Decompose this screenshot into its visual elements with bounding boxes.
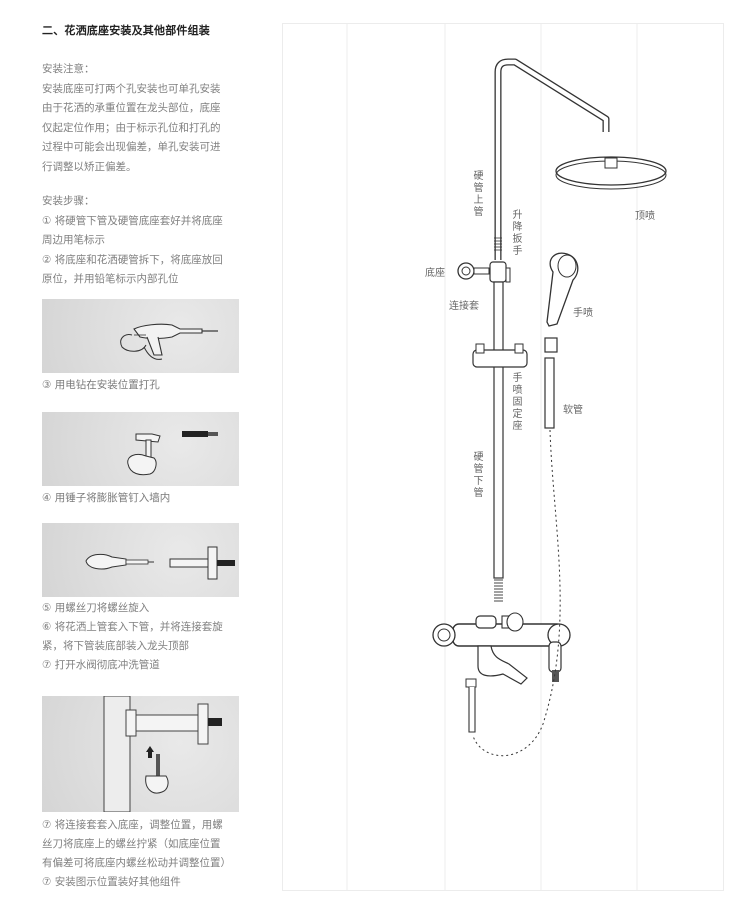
screwdriver-photo [42, 523, 239, 597]
notes-line: 由于花洒的承重位置在龙头部位，底座 [42, 102, 221, 114]
label-upper-pipe: 硬管上管 [473, 171, 484, 218]
step4-caption: ④ 用锤子将膨胀管钉入墙内 [42, 492, 171, 504]
connector-photo [42, 696, 239, 812]
label-hand-spray: 手喷 [573, 308, 593, 319]
install-notes: 安装注意： 安装底座可打两个孔安装也可单孔安装 由于花洒的承重位置在龙头部位，底… [42, 60, 247, 177]
shower-diagram: 顶喷 底座 连接套 手喷 软管 硬管上管 升降扳手 手喷固定座 硬管下管 [282, 23, 724, 891]
step-line: ⑤ 用螺丝刀将螺丝旋入 [42, 602, 150, 614]
steps-line: 周边用笔标示 [42, 234, 105, 246]
notes-line: 仅起定位作用；由于标示孔位和打孔的 [42, 121, 221, 134]
label-top-spray: 顶喷 [635, 211, 655, 222]
drill-photo [42, 299, 239, 373]
notes-line: 过程中可能会出现偏差，单孔安装可进 [42, 141, 221, 153]
step-line: ⑦ 打开水阀彻底冲洗管道 [42, 659, 160, 671]
step7-text: ⑦ 将连接套套入底座，调整位置，用螺 丝刀将底座上的螺丝拧紧（如底座位置 有偏差… [42, 816, 247, 892]
step3-caption: ③ 用电钻在安装位置打孔 [42, 379, 160, 391]
steps-line: 安装步骤： [42, 195, 95, 207]
install-steps-intro: 安装步骤： ① 将硬管下管及硬管底座套好并将底座 周边用笔标示 ② 将底座和花洒… [42, 192, 247, 290]
label-lift-wrench: 升降扳手 [512, 210, 523, 257]
step-line: ⑦ 安装图示位置装好其他组件 [42, 876, 181, 888]
step-line: 紧，将下管装底部装入龙头顶部 [42, 640, 189, 652]
steps-line: ② 将底座和花洒硬管拆下，将底座放回 [42, 253, 223, 266]
step5-to-7-text: ⑤ 用螺丝刀将螺丝旋入 ⑥ 将花洒上管套入下管，并将连接套旋 紧，将下管装底部装… [42, 599, 247, 675]
shower-diagram-drawing [346, 24, 667, 890]
top-spray-head [555, 156, 667, 186]
label-base: 底座 [425, 268, 445, 279]
step-line: ⑦ 将连接套套入底座，调整位置，用螺 [42, 819, 223, 831]
steps-line: 原位，并用铅笔标示内部孔位 [42, 273, 179, 285]
notes-line: 安装注意： [42, 63, 95, 75]
step-line: 丝刀将底座上的螺丝拧紧（如底座位置 [42, 838, 221, 850]
label-hand-spray-mount: 手喷固定座 [512, 373, 523, 432]
label-lower-pipe: 硬管下管 [473, 452, 484, 499]
notes-line: 安装底座可打两个孔安装也可单孔安装 [42, 82, 221, 95]
steps-line: ① 将硬管下管及硬管底座套好并将底座 [42, 214, 223, 227]
label-connector: 连接套 [449, 301, 479, 312]
notes-line: 行调整以矫正偏差。 [42, 160, 137, 173]
section-title: 二、花洒底座安装及其他部件组装 [42, 24, 210, 37]
label-hose: 软管 [563, 405, 583, 416]
hammer-photo [42, 412, 239, 486]
step-line: 有偏差可将底座内螺丝松动并调整位置） [42, 857, 231, 869]
step-line: ⑥ 将花洒上管套入下管，并将连接套旋 [42, 621, 223, 633]
